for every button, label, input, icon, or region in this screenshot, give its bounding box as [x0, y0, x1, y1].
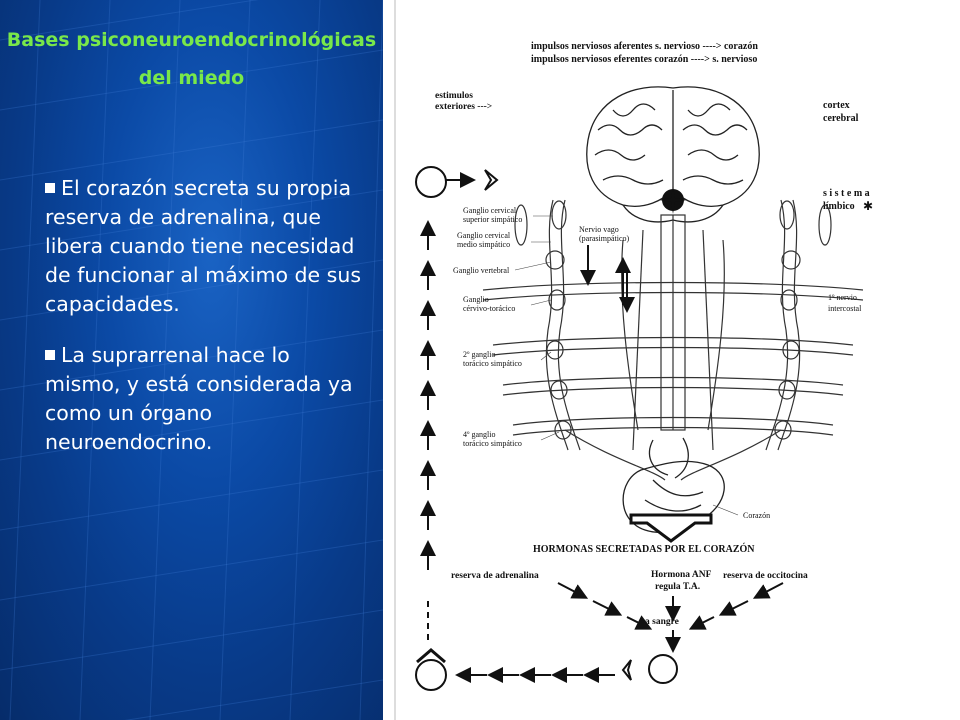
convergence-arrows — [557, 582, 784, 630]
label-toracico4-1: 4º ganglio — [463, 430, 495, 439]
label-cervical-med-2: medio simpático — [457, 240, 510, 249]
sangre-label: a sangre — [645, 617, 679, 627]
label-cervical-sup-1: Ganglio cervical — [463, 206, 517, 215]
label-cervical-sup-2: superior simpático — [463, 215, 522, 224]
limbico-label-1: s i s t e m a — [823, 188, 870, 199]
label-toracico2-2: torácico simpático — [463, 359, 522, 368]
brain-illustration — [586, 86, 760, 223]
bullet-text: La suprarrenal hace lo mismo, y está con… — [45, 343, 353, 454]
label-corazon: Corazón — [743, 511, 770, 520]
anf-label-2: regula T.A. — [655, 582, 700, 592]
estimulos-label-2: exteriores ---> — [435, 102, 492, 112]
label-cervico-1: Ganglio — [463, 295, 489, 304]
bullet-item: El corazón secreta su propia reserva de … — [45, 174, 365, 319]
label-cervico-2: cérvivo-torácico — [463, 304, 515, 313]
bullet-text: El corazón secreta su propia reserva de … — [45, 176, 362, 316]
neuroendocrine-diagram: impulsos nerviosos aferentes s. nervioso… — [394, 0, 873, 720]
figure-panel: impulsos nerviosos aferentes s. nervioso… — [383, 0, 960, 720]
limbic-star-icon: ✱ — [863, 199, 873, 213]
limbico-label-2: límbico — [823, 201, 855, 212]
left-text-panel: Bases psiconeuroendocrinológicas del mie… — [0, 0, 383, 720]
down-arrow-icon — [629, 513, 713, 543]
title-line-2: del miedo — [138, 67, 245, 89]
anf-label-1: Hormona ANF — [651, 570, 712, 580]
bullet-list: El corazón secreta su propia reserva de … — [45, 174, 365, 479]
reserva-adrenalina-label: reserva de adrenalina — [451, 571, 539, 581]
label-vago-2: (parasimpático) — [579, 234, 630, 243]
estimulos-label-1: estimulos — [435, 91, 473, 101]
bullet-item: La suprarrenal hace lo mismo, y está con… — [45, 341, 365, 457]
reserva-occitocina-label: reserva de occitocina — [723, 571, 808, 581]
header-line-2: impulsos nerviosos eferentes corazón ---… — [531, 54, 757, 65]
label-vago-1: Nervio vago — [579, 225, 619, 234]
return-path — [415, 648, 678, 691]
label-toracico2-1: 2º ganglio — [463, 350, 495, 359]
cortex-label-2: cerebral — [823, 113, 859, 124]
square-bullet-icon — [45, 182, 55, 193]
cortex-label-1: cortex — [823, 100, 850, 111]
label-vertebral: Ganglio vertebral — [453, 266, 510, 275]
label-intercostal-1: 1º nervio — [828, 293, 857, 302]
header-line-1: impulsos nerviosos aferentes s. nervioso… — [531, 41, 758, 52]
label-toracico4-2: torácico simpático — [463, 439, 522, 448]
background-grid — [0, 0, 383, 720]
slide-title: Bases psiconeuroendocrinológicas del mie… — [0, 28, 383, 90]
square-bullet-icon — [45, 349, 55, 360]
hormonas-title: HORMONAS SECRETADAS POR EL CORAZÓN — [533, 543, 755, 555]
label-cervical-med-1: Ganglio cervical — [457, 231, 511, 240]
head-symbol-top — [415, 166, 499, 198]
label-intercostal-2: intercostal — [828, 304, 862, 313]
title-line-1: Bases psiconeuroendocrinológicas — [6, 29, 377, 51]
